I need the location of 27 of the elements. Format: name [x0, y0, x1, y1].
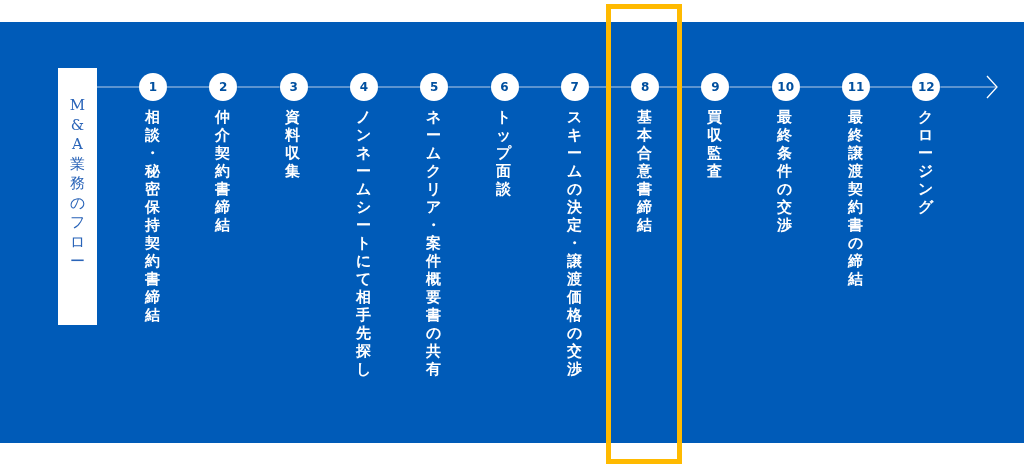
step-label: 買収監査: [706, 108, 723, 180]
connector-line: [166, 86, 210, 88]
connector-line: [307, 86, 351, 88]
connector-line: [447, 86, 492, 88]
step-label: 仲介契約書締結: [214, 108, 231, 234]
connector-line: [588, 86, 632, 88]
step-label: トップ面談: [495, 108, 512, 198]
connector-line: [869, 86, 913, 88]
connector-line: [517, 86, 562, 88]
connector-line: [728, 86, 773, 88]
step-label: ノンネームシートにて相手先探し: [354, 108, 372, 378]
step-label: 基本合意書締結: [636, 108, 653, 234]
step-label: クロージング: [917, 108, 934, 216]
step-label: 資料収集: [284, 108, 302, 180]
step-label: 相談・秘密保持契約書締結: [144, 108, 161, 324]
step-label: ネームクリア・案件概要書の共有: [425, 108, 442, 378]
arrow: [939, 75, 998, 99]
connector-line: [96, 86, 140, 88]
step-label: 最終条件の交渉: [776, 108, 794, 234]
flow-title: M&A 業務のフロー: [68, 96, 87, 272]
title-card: [58, 68, 97, 325]
connector-line: [799, 86, 843, 88]
connector-line: [236, 86, 281, 88]
step-label: スキームの決定・譲渡価格の交渉: [565, 108, 583, 378]
connector-line: [377, 86, 421, 88]
connector-line: [658, 86, 702, 88]
step-label: 最終譲渡契約書の締結: [847, 108, 864, 288]
